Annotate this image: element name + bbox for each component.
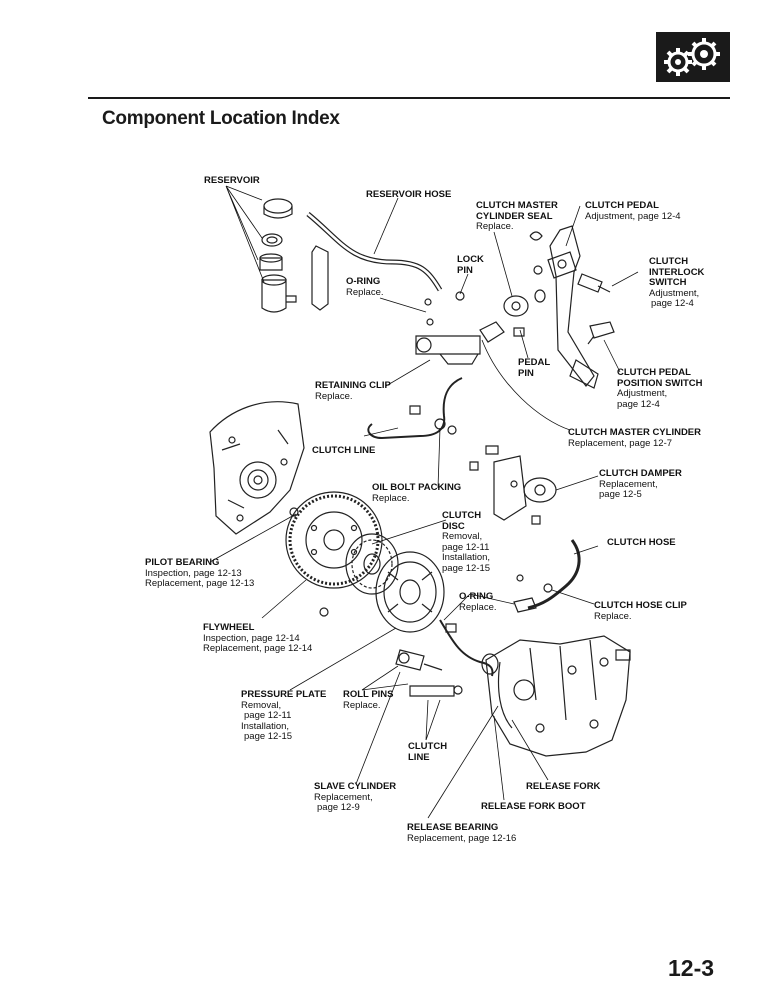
callout-clutch-pedal-position-switch: CLUTCH PEDAL POSITION SWITCH Adjustment,… <box>617 367 703 410</box>
callout-release-fork-boot: RELEASE FORK BOOT <box>481 801 586 812</box>
callout-slave-cylinder: SLAVE CYLINDER Replacement, page 12-9 <box>314 781 397 813</box>
callout-oil-bolt-packing: OIL BOLT PACKING Replace. <box>372 482 462 504</box>
callout-clutch-line-upper: CLUTCH LINE <box>312 445 376 456</box>
callout-reservoir-hose: RESERVOIR HOSE <box>366 189 452 200</box>
callout-clutch-master-cylinder: CLUTCH MASTER CYLINDER Replacement, page… <box>568 427 701 449</box>
callout-pedal-pin: PEDAL PIN <box>518 357 551 379</box>
callout-pilot-bearing: PILOT BEARING Inspection, page 12-13 Rep… <box>145 557 255 589</box>
callout-o-ring-lower: O-RING Replace. <box>459 591 497 613</box>
callout-lock-pin: LOCK PIN <box>457 254 484 276</box>
page-title: Component Location Index <box>102 108 340 129</box>
callout-reservoir: RESERVOIR <box>204 175 260 186</box>
callout-clutch-hose-clip: CLUTCH HOSE CLIP Replace. <box>594 600 687 622</box>
callout-clutch-damper: CLUTCH DAMPER Replacement, page 12-5 <box>599 468 682 500</box>
gears-logo-icon <box>656 32 730 82</box>
callout-clutch-disc: CLUTCH DISC Removal, page 12-11 Installa… <box>442 510 491 574</box>
page-number: 12-3 <box>668 955 715 981</box>
callout-roll-pins: ROLL PINS Replace. <box>343 689 394 711</box>
callout-clutch-master-cylinder-seal: CLUTCH MASTER CYLINDER SEAL Replace. <box>476 200 558 232</box>
header-rule <box>88 97 730 99</box>
callout-clutch-pedal: CLUTCH PEDAL Adjustment, page 12-4 <box>585 200 681 222</box>
callout-clutch-interlock-switch: CLUTCH INTERLOCK SWITCH Adjustment, page… <box>649 256 705 309</box>
callout-release-bearing: RELEASE BEARING Replacement, page 12-16 <box>407 822 517 844</box>
callout-clutch-line-lower: CLUTCH LINE <box>408 741 448 763</box>
callout-flywheel: FLYWHEEL Inspection, page 12-14 Replacem… <box>203 622 313 654</box>
callout-pressure-plate: PRESSURE PLATE Removal, page 12-11 Insta… <box>241 689 327 742</box>
callout-clutch-hose: CLUTCH HOSE <box>607 537 676 548</box>
callout-retaining-clip: RETAINING CLIP Replace. <box>315 380 391 402</box>
callout-o-ring-upper: O-RING Replace. <box>346 276 384 298</box>
callout-release-fork: RELEASE FORK <box>526 781 601 792</box>
